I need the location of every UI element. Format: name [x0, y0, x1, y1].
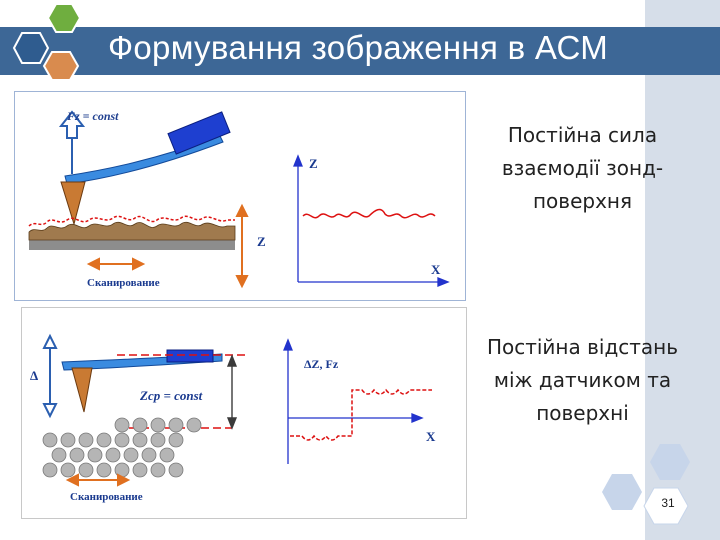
slide-title: Формування зображення в АСМ [108, 29, 609, 66]
atom-top-row [114, 417, 202, 433]
signal-trace [302, 208, 436, 219]
figure-constant-force: Fz = const Сканирование Z Z [14, 91, 466, 301]
figure-constant-distance: Δ Zcp = const Сканирование [21, 307, 467, 519]
scan-arrow [86, 257, 146, 271]
graph-x-label: X [431, 262, 441, 277]
cantilever [64, 135, 224, 185]
probe-tip [60, 181, 86, 226]
graph-axes [293, 154, 450, 287]
atom-lattice [42, 432, 184, 478]
delta-label: Δ [30, 368, 38, 383]
graph-y-label: ΔZ, Fz [304, 357, 339, 371]
scan-label: Сканирование [70, 491, 143, 503]
description-constant-distance: Постійна відстань між датчиком та поверх… [486, 335, 679, 425]
delta-arrow [42, 333, 58, 419]
distance-label: Zcp = const [139, 388, 203, 403]
signal-trace [290, 388, 432, 441]
force-label: Fz = const [66, 109, 119, 123]
graph-y-label: Z [309, 156, 318, 171]
cantilever-block [167, 111, 231, 155]
scan-arrow [65, 473, 131, 487]
decor-hex-2 [602, 474, 642, 510]
force-arrow [58, 110, 86, 174]
decor-hex-1 [650, 444, 690, 480]
sample-base [29, 240, 235, 250]
tip-trajectory [28, 215, 235, 227]
scan-label: Сканирование [87, 277, 160, 289]
decor-hexagons [602, 444, 690, 525]
z-arrow [235, 203, 249, 289]
z-side-label: Z [257, 234, 266, 249]
distance-arrow [226, 354, 238, 430]
probe-tip [71, 367, 93, 413]
hexagon-logo [12, 3, 82, 81]
graph-x-label: X [426, 429, 436, 444]
description-constant-force: Постійна сила взаємодії зонд-поверхня [501, 123, 664, 213]
logo-hex-orange [42, 51, 80, 81]
logo-hex-green [46, 3, 82, 33]
title-bar [0, 27, 720, 75]
logo-hex-blue [12, 32, 50, 64]
sample-surface [28, 221, 236, 241]
cantilever-block [166, 349, 214, 363]
page-number: 31 [661, 496, 675, 510]
decor-hex-3 [643, 487, 689, 525]
graph-axes [283, 338, 424, 464]
